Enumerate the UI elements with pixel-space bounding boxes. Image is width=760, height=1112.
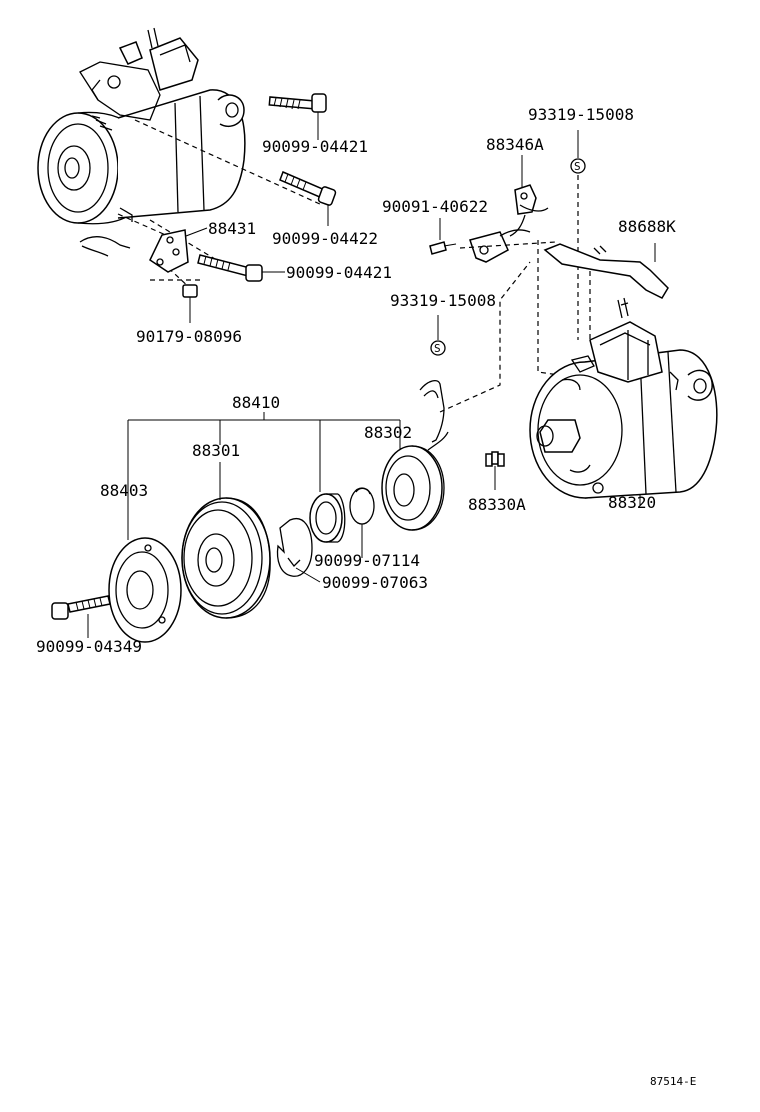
wire-clip [419, 379, 445, 443]
label-88431: 88431 [208, 219, 256, 238]
label-88330a: 88330A [468, 495, 526, 514]
label-93319-15008-b: 93319-15008 [390, 291, 496, 310]
s-marker-mid-label: S [434, 342, 441, 355]
snap-ring-90099-07114 [349, 487, 375, 558]
label-88320: 88320 [608, 493, 656, 512]
sensor-88346a [509, 155, 549, 237]
label-90099-04421-a: 90099-04421 [262, 137, 368, 156]
screw-90091-40622 [429, 218, 457, 255]
footer-code: 87514-E [650, 1075, 696, 1088]
bearing [309, 493, 346, 543]
label-90099-04422: 90099-04422 [272, 229, 378, 248]
label-90179-08096: 90179-08096 [136, 327, 242, 346]
label-90099-04349: 90099-04349 [36, 637, 142, 656]
label-88688k: 88688K [618, 217, 676, 236]
bracket-88688k [543, 243, 669, 299]
connector-wiring [469, 229, 531, 263]
s-marker-top: S [570, 130, 586, 174]
s-marker-mid: S [430, 315, 446, 356]
bolt-90099-04421-lower [197, 254, 285, 282]
bracket-88431 [149, 227, 208, 273]
field-coil-88302 [381, 431, 449, 531]
label-90099-07114: 90099-07114 [314, 551, 420, 570]
label-93319-15008-a: 93319-15008 [528, 105, 634, 124]
label-90099-07063: 90099-07063 [322, 573, 428, 592]
nut-90179-08096 [182, 284, 198, 323]
compressor-top-left [37, 27, 246, 257]
labels: 90099-04421 90099-04422 88431 90099-0442… [36, 105, 696, 1088]
label-88346a: 88346A [486, 135, 544, 154]
label-88403: 88403 [100, 481, 148, 500]
bolt-90099-04349 [51, 595, 111, 638]
label-88301: 88301 [192, 441, 240, 460]
label-88302: 88302 [364, 423, 412, 442]
clip-88330a [485, 451, 505, 490]
bolt-90099-04422 [279, 171, 337, 226]
pressure-plate-88403 [108, 500, 182, 643]
pulley-88301 [181, 462, 271, 619]
label-90091-40622: 90091-40622 [382, 197, 488, 216]
label-90099-04421-b: 90099-04421 [286, 263, 392, 282]
bolt-90099-04421-top [268, 93, 327, 140]
bracket-line-88410 [127, 412, 401, 540]
compressor-88320 [529, 297, 718, 505]
snap-ring-90099-07063 [276, 518, 321, 583]
s-marker-top-label: S [574, 160, 581, 173]
label-88410: 88410 [232, 393, 280, 412]
